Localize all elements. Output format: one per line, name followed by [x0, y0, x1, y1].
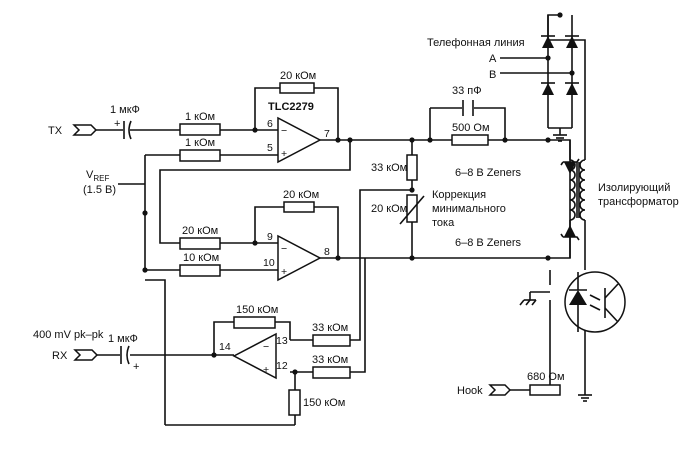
res-33k-b-label: 33 кОм — [312, 354, 348, 366]
resistor-20k-in — [179, 237, 221, 250]
pin-5: 5 — [267, 142, 273, 154]
resistor-20k-var — [406, 194, 418, 223]
resistor-20k-mid — [283, 201, 315, 213]
op2-plus: + — [281, 266, 287, 278]
resistor-20k-top — [279, 82, 315, 94]
opamps — [232, 116, 322, 380]
resistor-33k-div — [406, 154, 418, 181]
opamp-name: TLC2279 — [268, 101, 314, 113]
res-20k-var-label: 20 кОм — [371, 203, 407, 215]
resistor-10k — [179, 264, 221, 277]
vref-value: (1.5 В) — [83, 184, 116, 196]
res-10k-label: 10 кОм — [183, 252, 219, 264]
resistor-1k-tx — [179, 123, 221, 136]
vref-label: VREF — [86, 169, 109, 183]
pin-7: 7 — [324, 128, 330, 140]
cap-tx-label: 1 мкФ — [110, 104, 140, 116]
resistors — [179, 82, 561, 416]
pin-12: 12 — [276, 360, 288, 372]
pin-6: 6 — [267, 118, 273, 130]
op3-minus: − — [263, 341, 269, 353]
cap-rx-label: 1 мкФ — [108, 333, 138, 345]
cap-tx-plus: + — [114, 118, 120, 130]
zeners-label-2: 6–8 В Zeners — [455, 237, 522, 249]
pin-8: 8 — [324, 246, 330, 258]
pin-9: 9 — [267, 231, 273, 243]
capacitors — [120, 100, 474, 365]
line-a-label: A — [489, 53, 497, 65]
text-labels: Телефонная линия A B 33 пФ 500 Ом TLC227… — [33, 37, 679, 409]
connectors — [72, 124, 512, 396]
opamp-3 — [232, 332, 277, 380]
junctions — [142, 12, 575, 375]
resistor-1k-vref — [179, 149, 221, 162]
res-500-label: 500 Ом — [452, 122, 490, 134]
res-20k-in-label: 20 кОм — [182, 225, 218, 237]
op1-minus: − — [281, 125, 287, 137]
pin-13: 13 — [276, 335, 288, 347]
correction-label-2: минимального — [432, 203, 506, 215]
line-b-label: B — [489, 69, 496, 81]
resistor-33k-a — [312, 334, 351, 347]
transformer-label-2: трансформатор — [598, 196, 679, 208]
optocoupler — [564, 271, 626, 333]
res-33k-a-label: 33 кОм — [312, 322, 348, 334]
cap-tx-plate2 — [128, 120, 132, 140]
zener-top — [564, 162, 576, 174]
hook-label: Hook — [457, 385, 483, 397]
pin-10: 10 — [263, 257, 275, 269]
cap-rx-plate2 — [126, 345, 130, 365]
pin-14: 14 — [219, 341, 231, 353]
op2-minus: − — [281, 243, 287, 255]
res-1k-vref-label: 1 кОм — [185, 137, 215, 149]
cap-33pf-label: 33 пФ — [452, 85, 482, 97]
res-1k-tx-label: 1 кОм — [185, 111, 215, 123]
trimmer-arrow — [399, 195, 425, 225]
grounds — [519, 134, 592, 402]
tx-connector — [72, 124, 98, 136]
res-20k-top-label: 20 кОм — [280, 70, 316, 82]
resistor-680 — [529, 384, 561, 396]
op1-plus: + — [281, 148, 287, 160]
transformer-label-1: Изолирующий — [598, 182, 670, 194]
tx-label: TX — [48, 125, 63, 137]
res-150k-gnd-label: 150 кОм — [303, 397, 345, 409]
res-680-label: 680 Ом — [527, 371, 565, 383]
transformer — [569, 159, 586, 221]
cap-rx-plus: + — [133, 361, 139, 373]
zener-bot — [564, 225, 576, 237]
resistor-150k-gnd — [288, 389, 301, 416]
correction-label-1: Коррекция — [432, 189, 486, 201]
resistor-33k-b — [312, 366, 351, 379]
rx-connector — [73, 349, 99, 361]
zeners — [560, 158, 580, 241]
zeners-label-1: 6–8 В Zeners — [455, 167, 522, 179]
rx-label: RX — [52, 350, 68, 362]
op3-plus: + — [263, 364, 269, 376]
bridge-diodes — [541, 35, 579, 95]
opamp-1 — [277, 116, 322, 164]
hook-connector — [488, 384, 512, 396]
res-150k-fb-label: 150 кОм — [236, 304, 278, 316]
res-20k-mid-label: 20 кОм — [283, 189, 319, 201]
opamp-2 — [277, 234, 322, 282]
correction-label-3: тока — [432, 217, 455, 229]
res-33k-div-label: 33 кОм — [371, 162, 407, 174]
phone-line-label: Телефонная линия — [427, 37, 525, 49]
rx-level-label: 400 mV pk–pk — [33, 329, 104, 341]
resistor-500 — [451, 134, 489, 146]
resistor-150k-fb — [233, 316, 276, 329]
